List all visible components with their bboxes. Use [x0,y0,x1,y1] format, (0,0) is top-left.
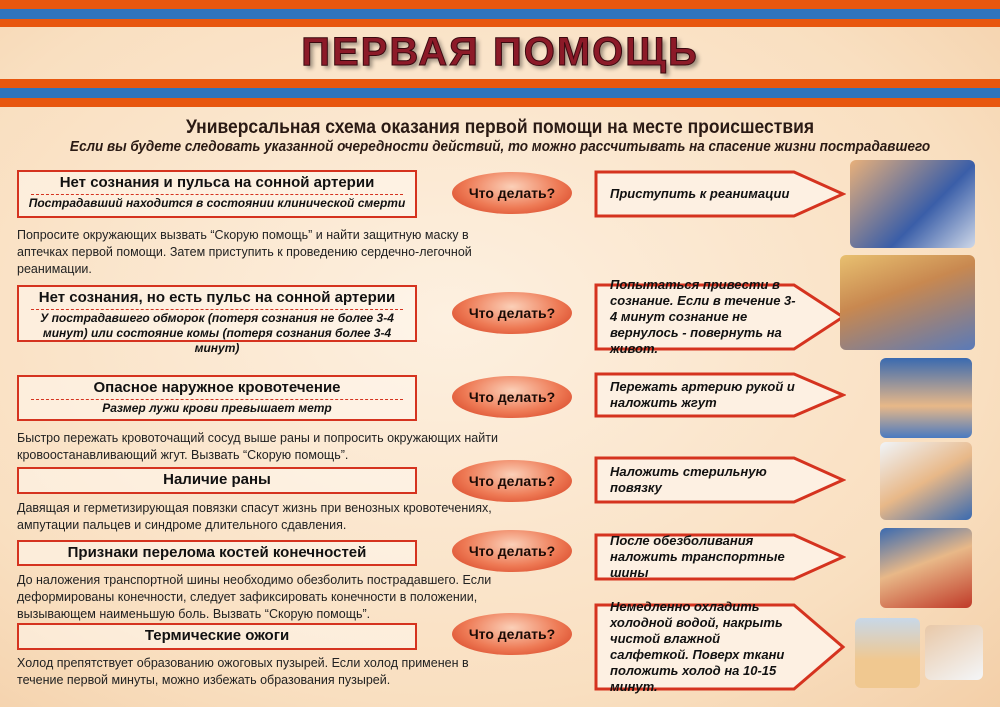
scheme-subheading: Если вы будете следовать указанной очере… [69,138,931,155]
action-arrow-2: Попытаться привести в сознание. Если в т… [594,277,846,356]
action-arrow-6: Немедленно охладить холодной водой, накр… [594,599,846,694]
action-text: Попытаться привести в сознание. Если в т… [610,277,796,356]
condition-note: Холод препятствует образованию ожоговых … [17,656,469,687]
cooling-water-illustration [855,618,920,688]
bandage-illustration [880,442,972,520]
action-text: Пережать артерию рукой и наложить жгут [610,379,795,410]
action-text: Немедленно охладить холодной водой, накр… [610,599,785,694]
recovery-illustration [840,255,975,350]
condition-box-3: Опасное наружное кровотечение Размер луж… [17,375,417,421]
condition-title: Нет сознания, но есть пульс на сонной ар… [38,289,396,306]
action-arrow-3: Пережать артерию рукой и наложить жгут [594,372,846,418]
condition-subtitle: Пострадавший находится в состоянии клини… [28,196,406,210]
top-stripe-orange [0,0,1000,9]
condition-note: До наложения транспортной шины необходим… [17,573,492,621]
wet-cloth-illustration [925,625,983,680]
what-to-do-button[interactable]: Что делать? [452,530,572,572]
condition-box-2: Нет сознания, но есть пульс на сонной ар… [17,285,417,355]
action-text: Наложить стерильную повязку [610,464,767,495]
condition-box-6: Термические ожоги [17,623,417,650]
mid-stripe-orange-2 [0,98,1000,107]
condition-note: Быстро пережать кровоточащий сосуд выше … [17,431,498,462]
action-arrow-5: После обезболивания наложить транспортны… [594,533,846,581]
condition-title: Опасное наружное кровотечение [93,379,341,396]
action-arrow-4: Наложить стерильную повязку [594,456,846,504]
divider [31,399,403,400]
condition-box-4: Наличие раны [17,467,417,494]
divider [31,194,403,195]
scheme-heading: Универсальная схема оказания первой помо… [185,117,815,138]
what-to-do-button[interactable]: Что делать? [452,376,572,418]
top-stripe-orange-2 [0,19,1000,27]
condition-box-1: Нет сознания и пульса на сонной артерии … [17,170,417,218]
action-text: После обезболивания наложить транспортны… [610,533,785,580]
condition-subtitle: У пострадавшего обморок (потеря сознания… [40,311,394,355]
cpr-illustration [850,160,975,248]
splint-illustration [880,528,972,608]
what-to-do-button[interactable]: Что делать? [452,292,572,334]
condition-title: Признаки перелома костей конечностей [67,544,367,561]
condition-title: Нет сознания и пульса на сонной артерии [59,174,375,191]
poster-title: ПЕРВАЯ ПОМОЩЬ [301,30,699,75]
condition-subtitle: Размер лужи крови превышает метр [102,401,332,415]
what-to-do-button[interactable]: Что делать? [452,172,572,214]
top-stripe-blue [0,9,1000,19]
what-to-do-button[interactable]: Что делать? [452,460,572,502]
condition-box-5: Признаки перелома костей конечностей [17,540,417,566]
divider [31,309,403,310]
condition-note: Попросите окружающих вызвать “Скорую пом… [17,228,472,276]
tourniquet-illustration [880,358,972,438]
condition-title: Наличие раны [163,471,271,488]
condition-title: Термические ожоги [144,627,290,644]
what-to-do-button[interactable]: Что делать? [452,613,572,655]
condition-note: Давящая и герметизирующая повязки спасут… [17,501,492,532]
action-arrow-1: Приступить к реанимации [594,170,846,218]
mid-stripe-blue [0,88,1000,98]
mid-stripe-orange [0,79,1000,88]
action-text: Приступить к реанимации [610,186,790,201]
